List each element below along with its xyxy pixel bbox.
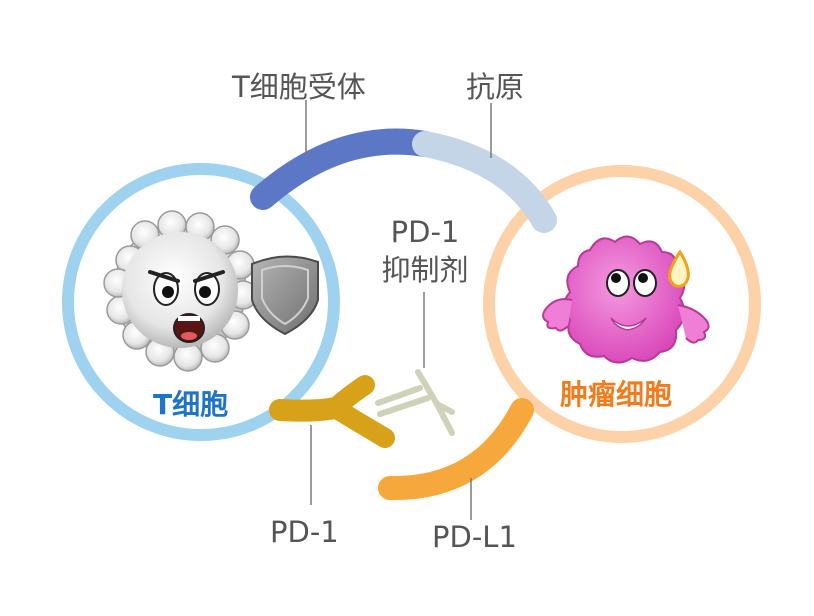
pd1-label: PD-1: [270, 515, 339, 549]
shield-icon: [251, 255, 319, 336]
tumor-cell-character: [542, 235, 710, 364]
pd1-inhibitor-label-line2: 抑制剂: [381, 253, 469, 287]
leader-lines: [305, 100, 492, 520]
pdl1-label: PD-L1: [432, 520, 517, 554]
t-cell-label: T细胞: [153, 388, 229, 421]
pd1-inhibitor-label: PD-1 抑制剂: [360, 213, 490, 289]
t-cell-receptor-label: T细胞受体: [232, 70, 366, 104]
pd1-inhibitor-label-line1: PD-1: [390, 215, 460, 249]
pd1-receptor: [269, 375, 395, 448]
t-cell-receptor-arc: [250, 128, 438, 210]
antibody-icon: [375, 369, 455, 436]
antigen-arc: [412, 131, 557, 233]
tumor-cell-label: 肿瘤细胞: [560, 378, 673, 411]
t-cell-ring: [62, 163, 340, 441]
tumor-cell-ring: [483, 165, 761, 443]
antigen-label: 抗原: [466, 70, 525, 104]
pdl1-arc: [378, 398, 534, 501]
sweat-drop-icon: [668, 249, 690, 288]
t-cell-character: [103, 210, 258, 372]
